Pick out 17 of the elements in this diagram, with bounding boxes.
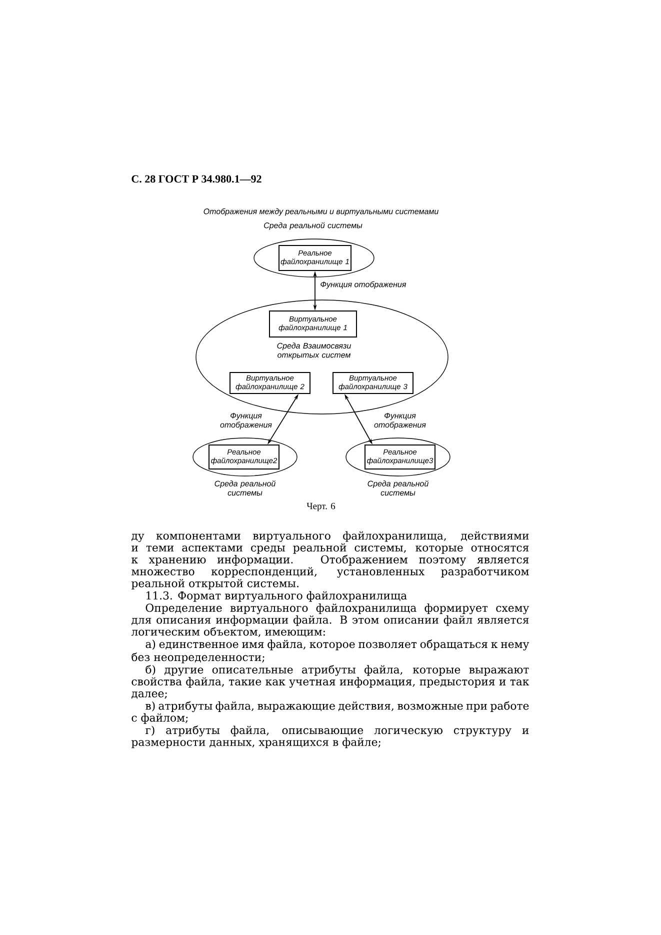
body-paragraph: Определение виртуального файлохранилища формирует схему для описания информации файла. В этом описании файл является логическим объектом, имеющим: [131,603,530,638]
list-item: в) атрибуты файла, выражающие действия, возможные при работе с файлом; [132,701,529,724]
region-label: Среда Взаимосвязи открытых систем [277,342,351,360]
figure-caption: Черт. 6 [306,502,336,512]
region-label: Среда реальной системы [214,480,276,496]
region-label: Среда реальной системы [368,480,428,496]
diagram-title: Отображения между реальными и виртуальными системами [204,208,438,216]
list-item: а) единственное имя файла, которое позволяет обращаться к нему без неопределенности; [132,640,530,664]
list-item: г) атрибуты файла, описывающие логическую структуру и размерности данных, хранящихся в файле; [132,726,529,748]
region-label: Среда реальной системы [264,222,362,230]
body-paragraph: ду компонентами виртуального файлохранилища, действиями и теми аспектами среды реальной системы, которые относятся к хранению информации. Отображением поэтому является множество корреспонденций, установленных разработчиком реальной открытой системы. [132,531,529,590]
edge-label: Функция отображения [320,281,406,289]
page-header: С. 28 ГОСТ Р 34.980.1—92 [132,175,262,183]
edge-label: Функция отображения [374,412,426,430]
edge-label: Функция отображения [220,412,272,430]
section-heading: 11.3. Формат виртуального файлохранилища [146,591,407,602]
list-item: б) другие описательные атрибуты файла, которые выражают свойства файла, такие как учетная информация, предыстория и так далее; [132,664,530,699]
